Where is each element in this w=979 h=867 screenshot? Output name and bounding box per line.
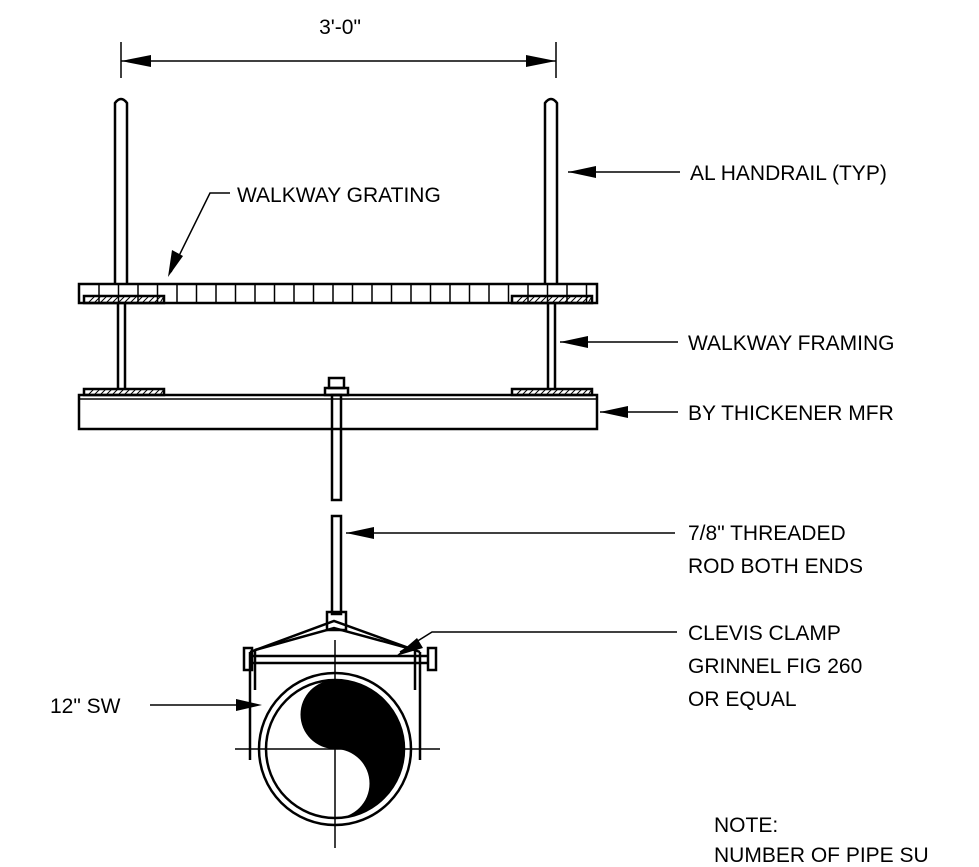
handrail-posts [113, 97, 559, 284]
hatch-line [93, 295, 102, 304]
hatch-line [129, 295, 138, 304]
note-title: NOTE: [714, 814, 778, 837]
framing-label: WALKWAY FRAMING [688, 332, 895, 355]
hatch-line [117, 295, 126, 304]
hatch-line [141, 295, 150, 304]
pipe-section [235, 640, 440, 848]
hatch-line [111, 295, 120, 304]
hatch-line [539, 295, 548, 304]
dimension-label: 3'-0" [319, 16, 361, 39]
thickener-beam [77, 393, 599, 431]
hatch-line [545, 295, 554, 304]
hatch-line [159, 295, 165, 304]
hatch-line [521, 295, 530, 304]
hatch-line [105, 295, 114, 304]
hatch-line [587, 295, 593, 304]
clamp-label-line1: CLEVIS CLAMP [688, 622, 841, 645]
hatch-line [557, 295, 566, 304]
hatch-line [123, 295, 132, 304]
hatch-line [147, 295, 156, 304]
hatch-line [563, 295, 572, 304]
threaded-rod [323, 376, 350, 616]
leader-lines [150, 166, 680, 711]
dimension-annotation: 3'-0" [120, 16, 557, 78]
thickener-label: BY THICKENER MFR [688, 402, 894, 425]
hatch-line [527, 295, 536, 304]
hatch-line [575, 295, 584, 304]
hatch-line [551, 295, 560, 304]
framing-hatching [87, 295, 593, 396]
hatch-line [533, 295, 542, 304]
hatch-line [153, 295, 162, 304]
handrail-label: AL HANDRAIL (TYP) [690, 162, 887, 185]
rod-label-line1: 7/8" THREADED [688, 522, 846, 545]
hatch-line [99, 295, 108, 304]
hatch-line [135, 295, 144, 304]
pipe-label: 12" SW [50, 695, 121, 718]
rod-label-line2: ROD BOTH ENDS [688, 555, 863, 578]
clamp-label-line2: GRINNEL FIG 260 [688, 655, 862, 678]
hatch-line [581, 295, 590, 304]
walkway-framing [82, 294, 594, 397]
clamp-label-line3: OR EQUAL [688, 688, 797, 711]
grating-label: WALKWAY GRATING [237, 184, 441, 207]
note-text: NUMBER OF PIPE SU [714, 844, 929, 867]
hatch-line [569, 295, 578, 304]
labels: AL HANDRAIL (TYP) WALKWAY GRATING WALKWA… [50, 162, 929, 867]
hatch-line [515, 295, 524, 304]
walkway-grating [77, 282, 599, 305]
hatch-line [87, 295, 96, 304]
